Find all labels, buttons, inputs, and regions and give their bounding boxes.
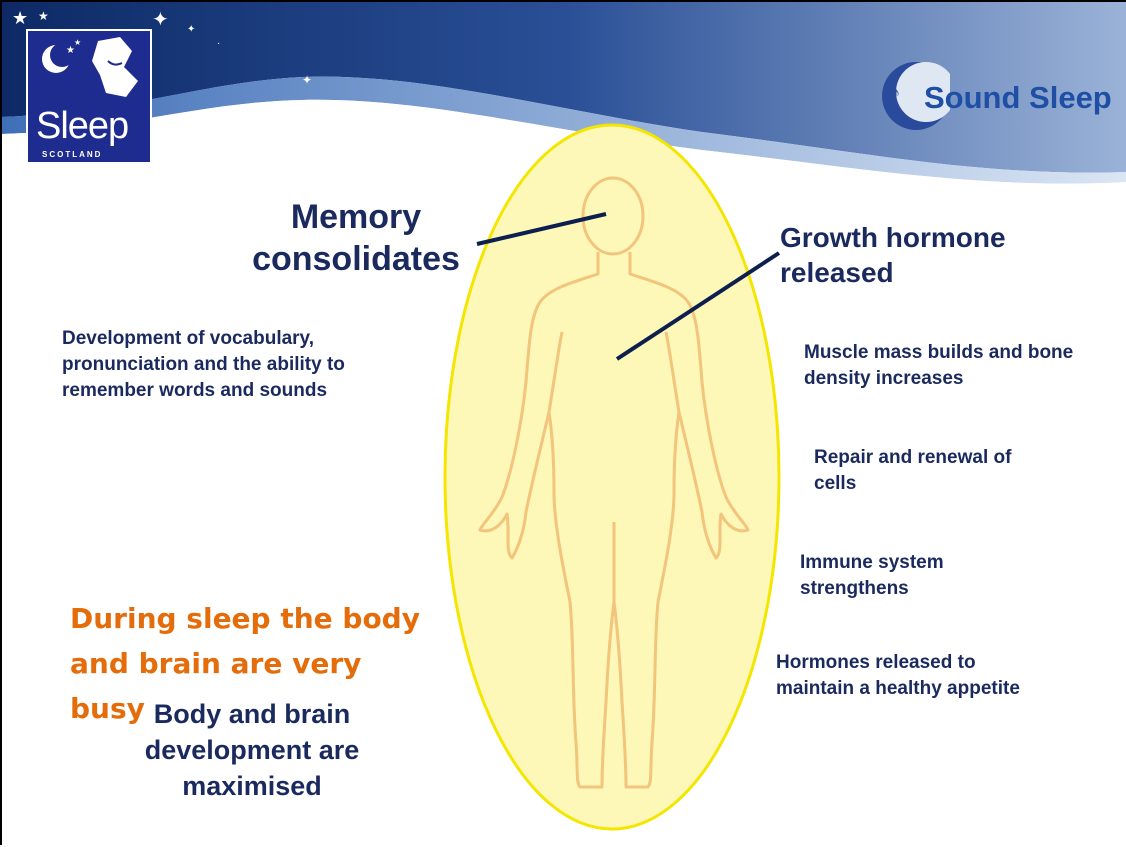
vocabulary-label: Development of vocabulary, pronunciation… — [62, 326, 422, 404]
hormones-label: Hormones released to maintain a healthy … — [776, 650, 1056, 702]
memory-label: Memory consolidates — [234, 196, 478, 280]
glow-halo — [445, 125, 779, 829]
repair-label: Repair and renewal of cells — [814, 445, 1014, 497]
immune-label: Immune system strengthens — [800, 550, 1000, 602]
muscle-label: Muscle mass builds and bone density incr… — [804, 340, 1104, 392]
development-statement: Body and brain development are maximised — [112, 696, 392, 804]
growth-hormone-label: Growth hormone released — [780, 220, 1070, 290]
